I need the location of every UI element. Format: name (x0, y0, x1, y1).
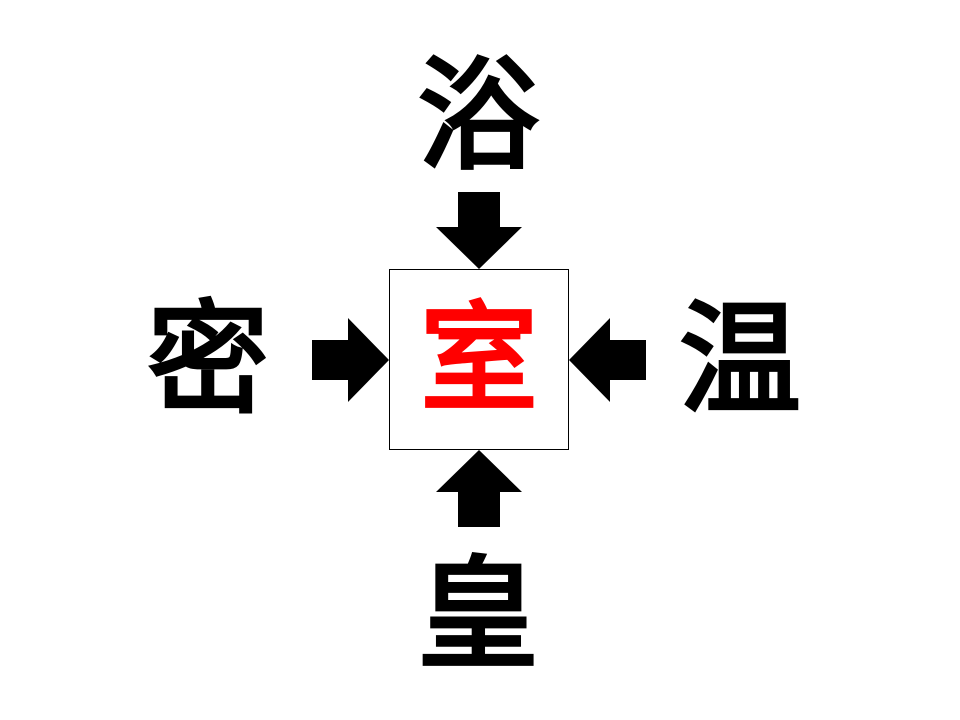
bottom-kanji: 皇 (417, 544, 539, 686)
arrow-up-icon (436, 450, 522, 527)
arrow-down-icon (436, 192, 522, 269)
top-kanji: 浴 (417, 45, 539, 187)
answer-kanji: 室 (419, 290, 538, 428)
left-kanji: 密 (147, 289, 269, 431)
right-kanji: 温 (679, 289, 801, 431)
answer-box: 室 (389, 269, 569, 450)
arrow-left-icon (569, 318, 646, 402)
arrow-right-icon (312, 318, 389, 402)
